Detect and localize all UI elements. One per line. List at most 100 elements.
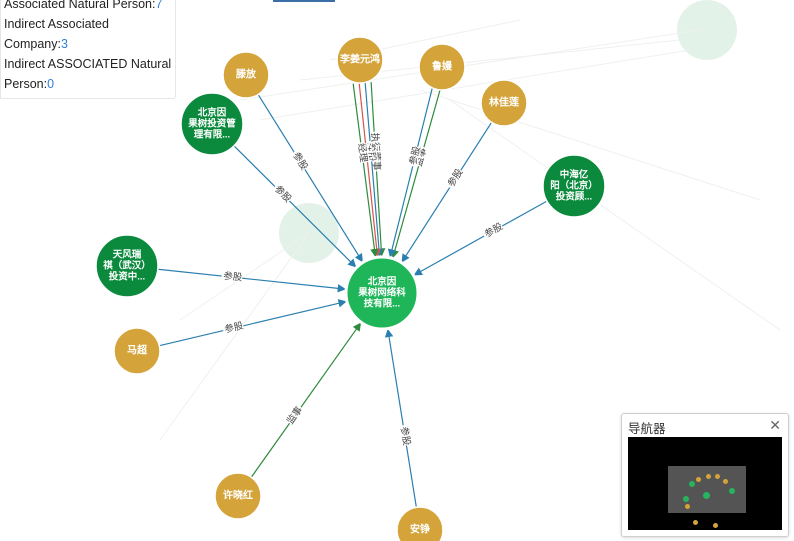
faint-edge: [419, 89, 761, 201]
node-label: 马超: [127, 344, 148, 357]
stat-indirect-associated-company: Indirect Associated Company:3: [4, 14, 175, 54]
node-label: 中海亿: [560, 169, 589, 181]
edge-line[interactable]: [370, 82, 386, 257]
edge-line[interactable]: [401, 122, 493, 263]
edge-p4-center[interactable]: 参股: [401, 122, 493, 263]
node-label: 林佳莲: [489, 96, 519, 109]
edge-p3-center[interactable]: 监事: [390, 90, 441, 259]
stat-label: Indirect ASSOCIATED Natural Person:: [4, 57, 172, 91]
stat-label: Associated Natural Person:: [4, 0, 156, 11]
faint-edge: [179, 232, 310, 321]
node-c2[interactable]: 中海亿阳（北京）投资顾...: [542, 154, 606, 218]
node-p5[interactable]: 马超: [113, 327, 161, 375]
edge-line[interactable]: [358, 83, 381, 258]
node-p6[interactable]: 许晓红: [214, 472, 262, 520]
navigator-panel[interactable]: 导航器 ✕: [621, 413, 789, 537]
minimap-node: [729, 488, 735, 494]
edge-c3-center[interactable]: 参股: [157, 268, 347, 293]
node-label: 许晓红: [223, 489, 253, 502]
node-label: 投资顾...: [556, 191, 592, 203]
node-label: 祺（武汉）: [102, 260, 151, 272]
edge-line[interactable]: [257, 94, 363, 263]
minimap-node: [713, 523, 718, 528]
faint-edge: [159, 232, 310, 441]
person-node-circle[interactable]: [222, 51, 270, 99]
edge-p7-center[interactable]: 参股: [384, 328, 417, 508]
edge-line[interactable]: [384, 328, 417, 508]
stat-indirect-associated-natural-person: Indirect ASSOCIATED Natural Person:0: [4, 54, 175, 94]
edge-label: 参股: [445, 166, 466, 189]
person-node-circle[interactable]: [336, 36, 384, 84]
edge-line[interactable]: [250, 322, 362, 478]
minimap-node: [696, 477, 701, 482]
node-label: 投资中...: [109, 271, 145, 283]
node-p4[interactable]: 林佳莲: [480, 79, 528, 127]
navigator-minimap[interactable]: [628, 437, 782, 530]
edge-p2-center[interactable]: 法人: [358, 83, 381, 258]
faint-edge: [449, 99, 781, 331]
node-label: 滕放: [236, 68, 257, 81]
node-c3[interactable]: 天风瑞祺（武汉）投资中...: [95, 234, 159, 298]
stat-associated-natural-person: Associated Natural Person:7: [4, 0, 175, 14]
edge-label: 参股: [482, 220, 505, 240]
person-node-circle[interactable]: [480, 79, 528, 127]
node-label: 果树投资管: [187, 118, 236, 130]
node-label: 北京因: [198, 107, 227, 119]
edge-p2-center[interactable]: 经理: [352, 83, 379, 258]
edge-label: 参股: [223, 270, 244, 284]
stat-value: 0: [47, 77, 55, 91]
stat-value: 3: [60, 37, 68, 51]
edge-line[interactable]: [390, 90, 441, 259]
edge-line[interactable]: [159, 299, 347, 347]
stat-value: 7: [155, 0, 163, 11]
close-icon[interactable]: ✕: [769, 417, 781, 433]
node-label: 李姜元鸿: [339, 53, 380, 66]
node-c1[interactable]: 北京因果树投资管理有限...: [180, 92, 244, 156]
edge-line[interactable]: [157, 268, 347, 293]
node-label: 果树网络科: [357, 287, 406, 299]
node-label: 理有限...: [194, 129, 230, 141]
node-p7[interactable]: 安铮: [396, 506, 444, 541]
active-tab-indicator: [273, 0, 335, 2]
node-label: 技有限...: [364, 298, 400, 310]
company-node-circle[interactable]: [180, 92, 244, 156]
node-center[interactable]: 北京因果树网络科技有限...: [344, 255, 420, 331]
node-label: 天风瑞: [113, 249, 142, 261]
person-node-circle[interactable]: [418, 43, 466, 91]
stat-label: Indirect Associated Company:: [4, 17, 109, 51]
edge-line[interactable]: [352, 83, 379, 258]
node-label: 阳（北京）: [550, 180, 598, 192]
edge-label: 参股: [223, 319, 245, 335]
node-label: 鲁嫚: [431, 60, 453, 73]
faint-edge: [259, 49, 691, 121]
edge-line[interactable]: [233, 145, 357, 268]
person-node-circle[interactable]: [113, 327, 161, 375]
company-node-circle[interactable]: [542, 154, 606, 218]
person-node-circle[interactable]: [396, 506, 444, 541]
minimap-node: [706, 474, 711, 479]
edge-line[interactable]: [364, 82, 384, 257]
navigator-title: 导航器: [628, 422, 666, 436]
edge-line[interactable]: [413, 200, 548, 276]
edge-p3-center[interactable]: 参股: [387, 88, 433, 258]
edge-p5-center[interactable]: 参股: [159, 299, 347, 347]
minimap-node: [715, 474, 720, 479]
background-faint-graph: [159, 0, 781, 441]
edge-line[interactable]: [387, 88, 433, 258]
edge-p2-center[interactable]: 执行董事: [367, 82, 386, 257]
edge-p6-center[interactable]: 监事: [250, 322, 362, 478]
node-label: 北京因: [368, 276, 397, 288]
node-p1[interactable]: 滕放: [222, 51, 270, 99]
edge-label: 参股: [290, 150, 311, 173]
node-p3[interactable]: 鲁嫚: [418, 43, 466, 91]
stats-panel: Associated Natural Person:7 Indirect Ass…: [0, 0, 176, 99]
minimap-node: [685, 504, 690, 509]
minimap-node: [689, 481, 695, 487]
person-node-circle[interactable]: [214, 472, 262, 520]
faint-node: [677, 0, 737, 60]
company-node-circle[interactable]: [95, 234, 159, 298]
center-node-circle[interactable]: [344, 255, 420, 331]
edge-label: 参股: [398, 426, 413, 447]
node-p2[interactable]: 李姜元鸿: [336, 36, 384, 84]
